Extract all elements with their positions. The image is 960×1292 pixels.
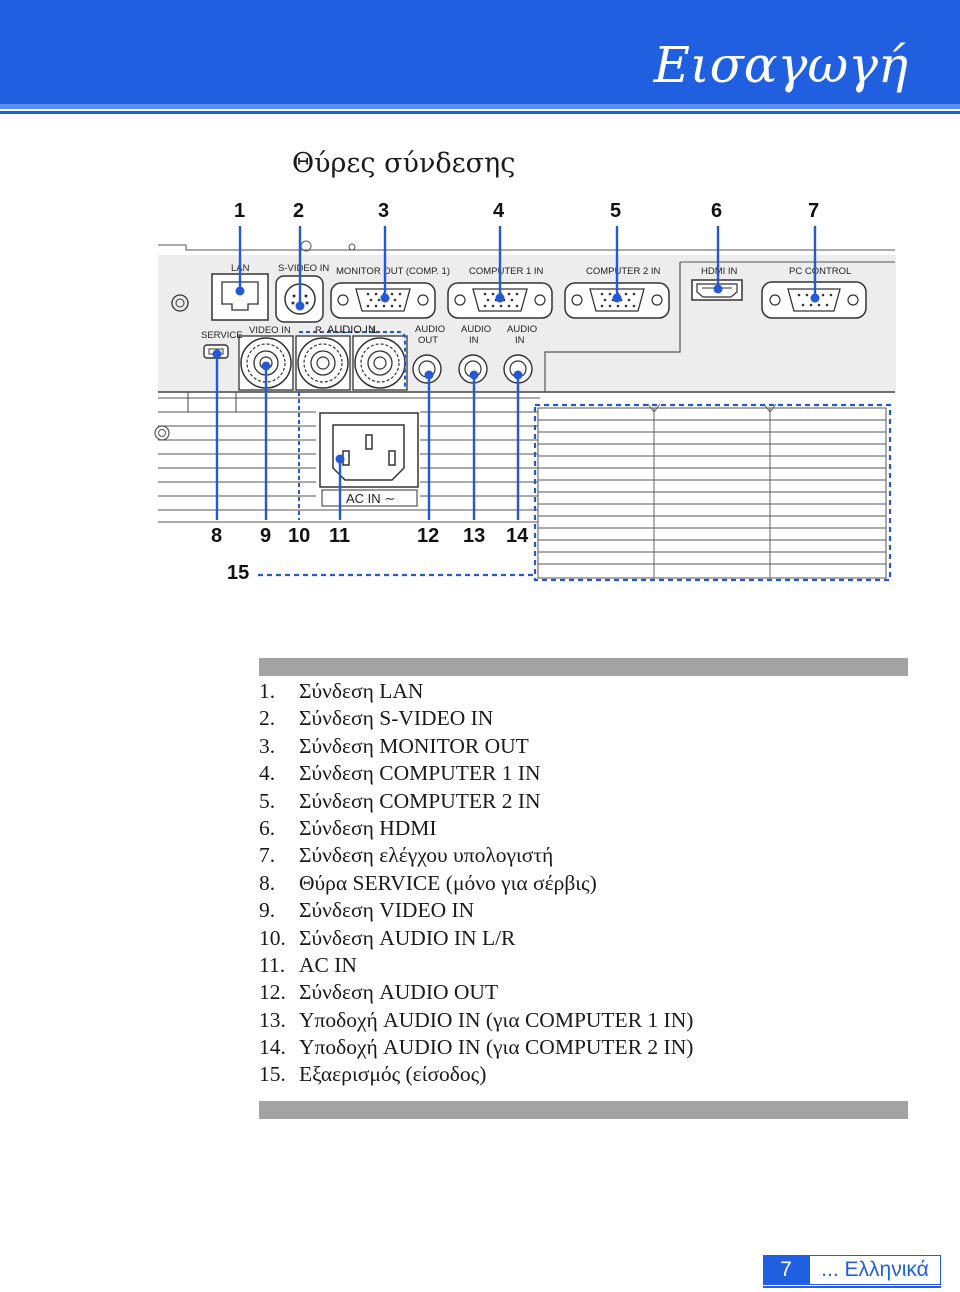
label-audio-in2-2: IN xyxy=(515,335,525,346)
callout-lines-bottom xyxy=(215,356,520,520)
list-item: 1.Σύνδεση LAN xyxy=(259,679,424,703)
callout-11: 11 xyxy=(329,525,351,547)
list-item: 6.Σύνδεση HDMI xyxy=(259,815,437,840)
callout-7: 7 xyxy=(808,200,820,222)
list-item: 3.Σύνδεση MONITOR OUT xyxy=(259,733,529,758)
list-bottom-bar xyxy=(259,1101,908,1119)
label-computer2-in: COMPUTER 2 IN xyxy=(586,266,661,277)
callout-lines-top xyxy=(238,226,817,304)
label-ac-in: AC IN ∼ xyxy=(346,491,395,506)
label-audio-in1-1: AUDIO xyxy=(461,324,491,335)
list-item: 15.Εξαερισμός (είσοδος) xyxy=(259,1062,487,1087)
chapter-title: Εισαγωγή xyxy=(653,36,909,94)
list-item: 4.Σύνδεση COMPUTER 1 IN xyxy=(259,761,541,786)
label-pc-control: PC CONTROL xyxy=(789,266,851,277)
label-audio-out-1: AUDIO xyxy=(415,324,445,335)
page-header: Εισαγωγή xyxy=(0,0,960,118)
callout-9: 9 xyxy=(260,525,272,547)
list-item: 11.AC IN xyxy=(259,952,357,977)
list-item: 2.Σύνδεση S-VIDEO IN xyxy=(259,706,494,731)
list-item: 9.Σύνδεση VIDEO IN xyxy=(259,898,475,923)
label-hdmi-in: HDMI IN xyxy=(701,266,738,277)
audio-in-computer2-jack xyxy=(503,354,533,384)
intake-vent-outline xyxy=(533,403,892,582)
callout-8: 8 xyxy=(211,525,223,547)
list-item: 10.Σύνδεση AUDIO IN L/R xyxy=(259,925,516,950)
label-service: SERVICE xyxy=(201,330,243,341)
callout-5: 5 xyxy=(610,200,622,222)
header-stripe xyxy=(0,104,960,109)
label-monitor-out: MONITOR OUT (COMP. 1) xyxy=(336,266,450,277)
callout-14: 14 xyxy=(506,525,529,547)
list-item: 7.Σύνδεση ελέγχου υπολογιστή xyxy=(259,843,554,868)
list-item: 5.Σύνδεση COMPUTER 2 IN xyxy=(259,788,541,813)
audio-in-r-jack xyxy=(295,335,351,391)
callout-10: 10 xyxy=(288,525,311,547)
port-list: 1.Σύνδεση LAN 2.Σύνδεση S-VIDEO IN 3.Σύν… xyxy=(259,678,693,1089)
footer-underline xyxy=(763,1286,941,1288)
audio-in-group-outline xyxy=(299,331,406,388)
connection-ports-diagram: LAN S-VIDEO IN MONITOR OUT (COMP. 1) COM… xyxy=(154,226,896,582)
label-svideo-in: S-VIDEO IN xyxy=(278,263,329,274)
label-computer1-in: COMPUTER 1 IN xyxy=(469,266,544,277)
page-number: 7 xyxy=(763,1255,809,1285)
page-footer: 7 ... Ελληνικά xyxy=(763,1255,941,1285)
callout-1: 1 xyxy=(234,200,246,222)
label-audio-in: AUDIO IN xyxy=(327,324,376,336)
callout-3: 3 xyxy=(378,200,390,222)
label-audio-r: R xyxy=(315,325,322,336)
header-stripe-thin xyxy=(0,111,960,114)
label-audio-in1-2: IN xyxy=(469,335,479,346)
label-audio-out-2: OUT xyxy=(418,335,438,346)
callout-4: 4 xyxy=(493,200,505,222)
list-top-bar xyxy=(259,658,908,676)
callout-2: 2 xyxy=(293,200,305,222)
list-item: 13.Υποδοχή AUDIO IN (για COMPUTER 1 IN) xyxy=(259,1007,694,1032)
callout-12: 12 xyxy=(417,525,440,547)
list-item: 12.Σύνδεση AUDIO OUT xyxy=(259,980,499,1005)
list-item: 8.Θύρα SERVICE (μόνο για σέρβις) xyxy=(259,870,597,895)
callout-13: 13 xyxy=(463,525,486,547)
language-label: ... Ελληνικά xyxy=(809,1255,941,1285)
callout-6: 6 xyxy=(711,200,723,222)
section-title: Θύρες σύνδεσης xyxy=(292,148,516,179)
header-band xyxy=(0,0,960,104)
list-item: 14.Υποδοχή AUDIO IN (για COMPUTER 2 IN) xyxy=(259,1035,694,1060)
label-audio-in2-1: AUDIO xyxy=(507,324,537,335)
callout-15: 15 xyxy=(227,562,250,584)
label-audio-l: L xyxy=(372,325,377,336)
label-video-in: VIDEO IN xyxy=(249,325,291,336)
audio-in-l-jack xyxy=(352,335,408,391)
